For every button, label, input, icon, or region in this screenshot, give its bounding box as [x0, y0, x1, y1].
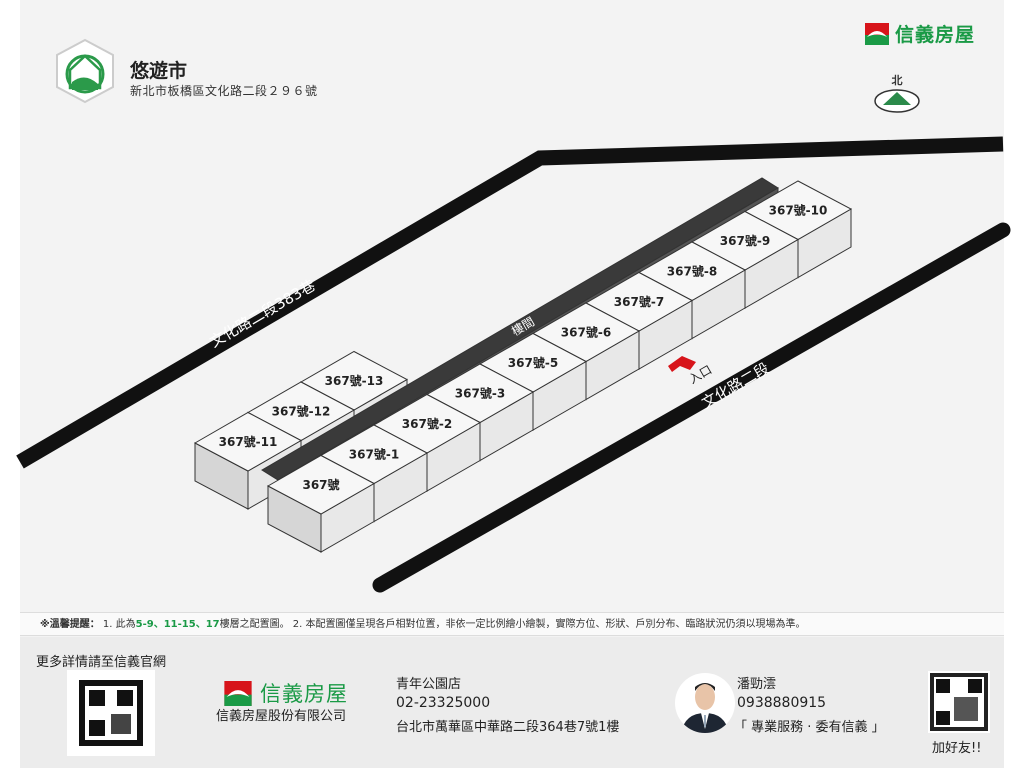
notice-text-1: 1. 此為: [102, 619, 136, 630]
sinyi-logo-icon: [224, 680, 252, 706]
sinyi-logo-icon: [865, 22, 889, 45]
north-arrow-icon: [874, 89, 920, 113]
road-upper-left: [16, 136, 1004, 469]
notice-text-2: 樓層之配置圖。 2. 本配置圖僅呈現各戶相對位置，非依一定比例繪小繪製，實際方位…: [219, 619, 806, 630]
unit-label: 367號-10: [769, 202, 828, 217]
footer: 更多詳情請至信義官網 信義房屋 信義房屋股份有限公司 青年公園店 02-2332…: [20, 637, 1004, 768]
unit-label: 367號-7: [614, 294, 664, 309]
unit-label: 367號-11: [219, 434, 278, 449]
store-address: 台北市萬華區中華路二段364巷7號1樓: [396, 720, 620, 735]
project-logo: [52, 38, 118, 108]
north-label: 北: [891, 74, 903, 87]
store-name: 青年公園店: [396, 677, 462, 692]
notice-bar: ※溫馨提醒： 1. 此為5-9、11-15、17樓層之配置圖。 2. 本配置圖僅…: [20, 612, 1004, 636]
brand-logo-top: 信義房屋: [865, 20, 975, 47]
entrance-arrow-icon: [668, 356, 696, 372]
unit-label: 367號-1: [349, 446, 399, 461]
unit-label: 367號-6: [561, 324, 611, 339]
footer-brand-logo: 信義房屋: [224, 678, 348, 708]
agent-avatar: [675, 673, 735, 733]
website-qr-code[interactable]: [67, 670, 155, 756]
unit-label: 367號-13: [325, 373, 384, 388]
unit-label: 367號: [302, 477, 339, 492]
add-friend-qr-code[interactable]: [928, 671, 990, 733]
unit-label: 367號-2: [402, 416, 452, 431]
entrance-marker: 入口: [668, 356, 714, 387]
agent-slogan: 「 專業服務 · 委有信義 」: [734, 720, 885, 735]
more-info-text: 更多詳情請至信義官網: [36, 655, 167, 670]
unit-label: 367號-9: [720, 233, 770, 248]
project-name: 悠遊市: [130, 60, 188, 82]
unit-top-face: [193, 411, 303, 472]
road-label-upper: 文化路二段383巷: [207, 276, 319, 351]
agent-phone: 0938880915: [737, 695, 827, 711]
unit-top-face: [266, 454, 376, 515]
unit-label: 367號-12: [272, 403, 331, 418]
company-name: 信義房屋股份有限公司: [216, 709, 347, 724]
notice-prefix: ※溫馨提醒：: [40, 619, 100, 630]
store-phone: 02-23325000: [396, 695, 491, 711]
unit-label: 367號-8: [667, 263, 717, 278]
unit-label: 367號-5: [508, 355, 558, 370]
floor-plan-map: 文化路二段383巷 文化路二段 367號-13367號-12367號-11樓間3…: [16, 136, 1011, 593]
project-address: 新北市板橋區文化路二段２９６號: [130, 84, 318, 98]
brand-name: 信義房屋: [895, 24, 976, 46]
north-indicator: 北: [872, 72, 922, 118]
agent-name: 潘勁澐: [737, 677, 777, 692]
add-friend-label: 加好友!!: [932, 741, 982, 756]
footer-brand-name: 信義房屋: [260, 682, 348, 706]
unit-label: 367號-3: [455, 385, 505, 400]
road-lower-right: [372, 222, 1011, 593]
notice-floors: 5-9、11-15、17: [135, 619, 220, 630]
